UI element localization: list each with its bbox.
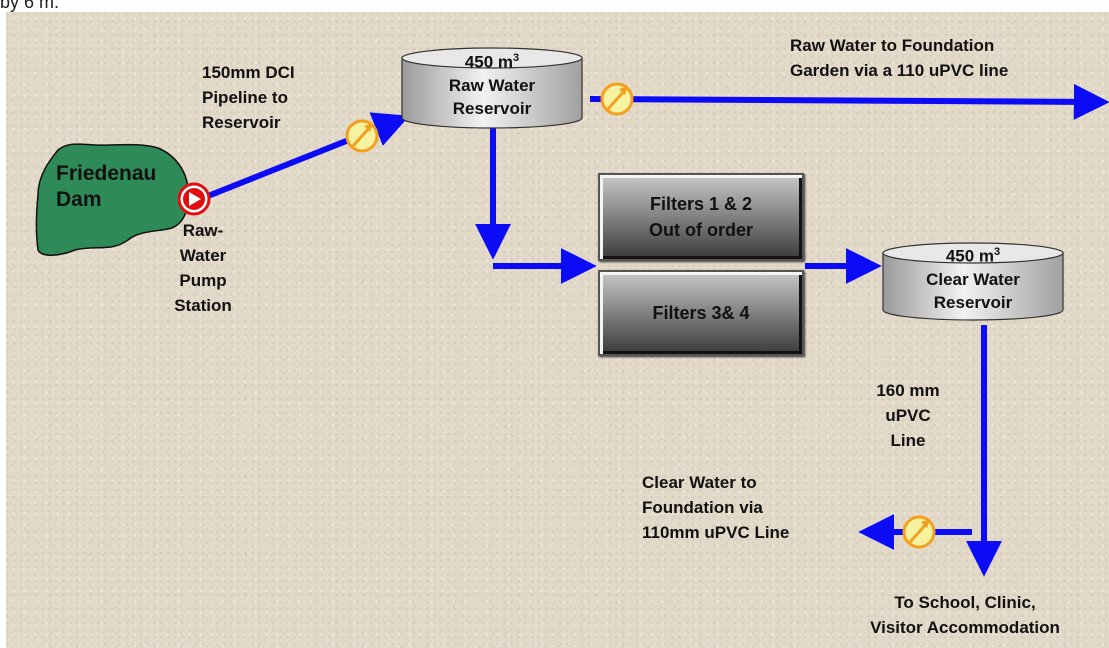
raw-reservoir-label: 450 m3 Raw Water Reservoir (448, 52, 536, 118)
pipeline-label: 150mm DCI Pipeline to Reservoir (202, 63, 295, 132)
pump-station-label: Raw- Water Pump Station (174, 221, 232, 315)
dam-shape (35, 143, 190, 256)
clear-to-foundation-label: Clear Water to Foundation via 110mm uPVC… (642, 473, 790, 542)
filters-1-2: Filters 1 & 2 Out of order (598, 173, 804, 261)
cropped-caption-text: by 6 m. (0, 0, 60, 12)
flow-meter-icon (345, 119, 379, 153)
dam-label: Friedenau Dam (56, 162, 157, 211)
pipe-raw-to-garden (589, 83, 1109, 120)
to-school-label: To School, Clinic, Visitor Accommodation (870, 593, 1060, 637)
clear-water-reservoir (882, 242, 1064, 321)
flow-meter-icon (600, 82, 634, 116)
filters-3-4: Filters 3& 4 (598, 270, 804, 356)
raw-water-reservoir (401, 47, 583, 129)
flow-meter-icon (902, 515, 936, 549)
clear-reservoir-label: 450 m3 Clear Water Reservoir (926, 246, 1020, 312)
pump-icon (177, 182, 211, 216)
raw-to-garden-label: Raw Water to Foundation Garden via a 110… (790, 36, 1009, 80)
line-160-label: 160 mm uPVC Line (876, 381, 940, 450)
